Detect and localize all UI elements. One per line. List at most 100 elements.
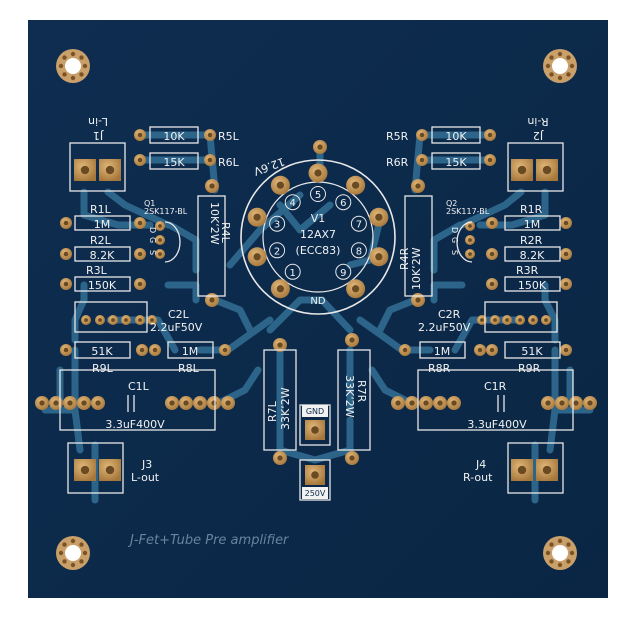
r4l-ref: R4L [219, 222, 232, 244]
r2l-ref: R2L [90, 234, 112, 247]
tube-pin-ring [350, 215, 367, 232]
tube-pin-pad [270, 279, 290, 299]
tube-type: 12AX7 [300, 228, 336, 241]
tube-pin-pad [369, 207, 389, 227]
solder-pad [219, 344, 231, 356]
r2l-value: 8.2K [90, 249, 115, 262]
r6r-value: 15K [445, 156, 467, 169]
q2-pin-g: G [450, 237, 459, 243]
r8l-ref: R8L [178, 362, 200, 375]
solder-pad [207, 396, 221, 410]
tube-pin-number: 2 [274, 246, 280, 257]
r2r-value: 8.2K [520, 249, 545, 262]
gnd-label-box [302, 405, 328, 417]
r8r-ref: R8R [428, 362, 451, 375]
solder-pad [165, 396, 179, 410]
tube-pin-pad [270, 175, 290, 195]
solder-pad [204, 129, 216, 141]
solder-pad [60, 248, 72, 260]
tube-pin-number: 4 [290, 198, 296, 209]
tube-pin-ring [284, 263, 301, 280]
solder-pad [60, 344, 72, 356]
mounting-hole [56, 536, 90, 570]
hv-pad [305, 465, 325, 485]
solder-pad [560, 248, 572, 260]
r3l-value: 150K [88, 279, 117, 292]
solder-pad [528, 315, 538, 325]
r9r-ref: R9R [518, 362, 541, 375]
r5l-ref: R5L [218, 130, 240, 143]
tube-pin-pad [308, 163, 328, 183]
solder-pad [134, 217, 146, 229]
j3-pad [99, 459, 121, 481]
mounting-hole [56, 49, 90, 83]
tube-pin-ring [310, 186, 326, 202]
r5r-value: 10K [445, 130, 467, 143]
solder-pad [411, 179, 425, 193]
solder-pad [155, 221, 165, 231]
j3-pad [74, 459, 96, 481]
solder-pad [465, 235, 475, 245]
r6r-ref: R6R [386, 156, 409, 169]
r1r-ref: R1R [520, 203, 543, 216]
solder-pad [486, 278, 498, 290]
j2-label: R-in [527, 115, 548, 128]
solder-pad [560, 278, 572, 290]
tube-pin-pad [247, 207, 267, 227]
solder-pad [121, 315, 131, 325]
r3r-value: 150K [518, 279, 547, 292]
j3-label: L-out [131, 471, 160, 484]
solder-pad [134, 278, 146, 290]
c2l-ref: C2L [168, 308, 190, 321]
solder-pad [484, 154, 496, 166]
r8l-value: 1M [182, 345, 199, 358]
tube-pin-number: 5 [315, 190, 321, 201]
solder-pad [155, 249, 165, 259]
j4-ref: J4 [475, 458, 486, 471]
solder-pad [273, 338, 287, 352]
q2-ref: Q2 [446, 199, 457, 208]
tube-pin-number: 7 [356, 220, 362, 231]
solder-pad [447, 396, 461, 410]
q1-outline [164, 221, 181, 263]
r7r-value: 33K‘2W [343, 375, 356, 418]
solder-pad [134, 248, 146, 260]
r7l-value: 33K‘2W [279, 387, 292, 430]
solder-pad [49, 396, 63, 410]
solder-pad [95, 315, 105, 325]
solder-pad [205, 179, 219, 193]
tube-pin-ring [284, 194, 301, 211]
gnd-label: GND [306, 407, 324, 416]
c2l-value: 2.2uF50V [150, 321, 203, 334]
solder-pad [35, 396, 49, 410]
solder-pad [221, 396, 235, 410]
tube-pin-pad [346, 279, 366, 299]
solder-pad [474, 344, 486, 356]
solder-pad [490, 315, 500, 325]
solder-pad [419, 396, 433, 410]
q1-ref: Q1 [144, 199, 155, 208]
r3l-ref: R3L [86, 264, 108, 277]
solder-pad [205, 293, 219, 307]
j1-label: L-in [88, 115, 108, 128]
tube-pin-number: 6 [340, 198, 346, 209]
r2r-ref: R2R [520, 234, 543, 247]
tube-pin-number: 3 [274, 220, 280, 231]
r8r-value: 1M [434, 345, 451, 358]
tube-outline [240, 159, 396, 315]
board-title: J-Fet+Tube Pre amplifier [127, 533, 290, 548]
mounting-hole [543, 49, 577, 83]
r7l-ref: R7L [266, 400, 279, 422]
solder-pad [486, 217, 498, 229]
solder-pad [147, 315, 157, 325]
solder-pad [136, 344, 148, 356]
solder-pad [555, 396, 569, 410]
solder-pad [416, 129, 428, 141]
j1-pad [99, 159, 121, 181]
solder-pad [108, 315, 118, 325]
q1-pin-s: S [148, 250, 157, 255]
c1r-value: 3.3uF400V [467, 418, 527, 431]
tube-pin-ring [335, 194, 352, 211]
solder-pad [313, 140, 327, 154]
mounting-hole [543, 536, 577, 570]
